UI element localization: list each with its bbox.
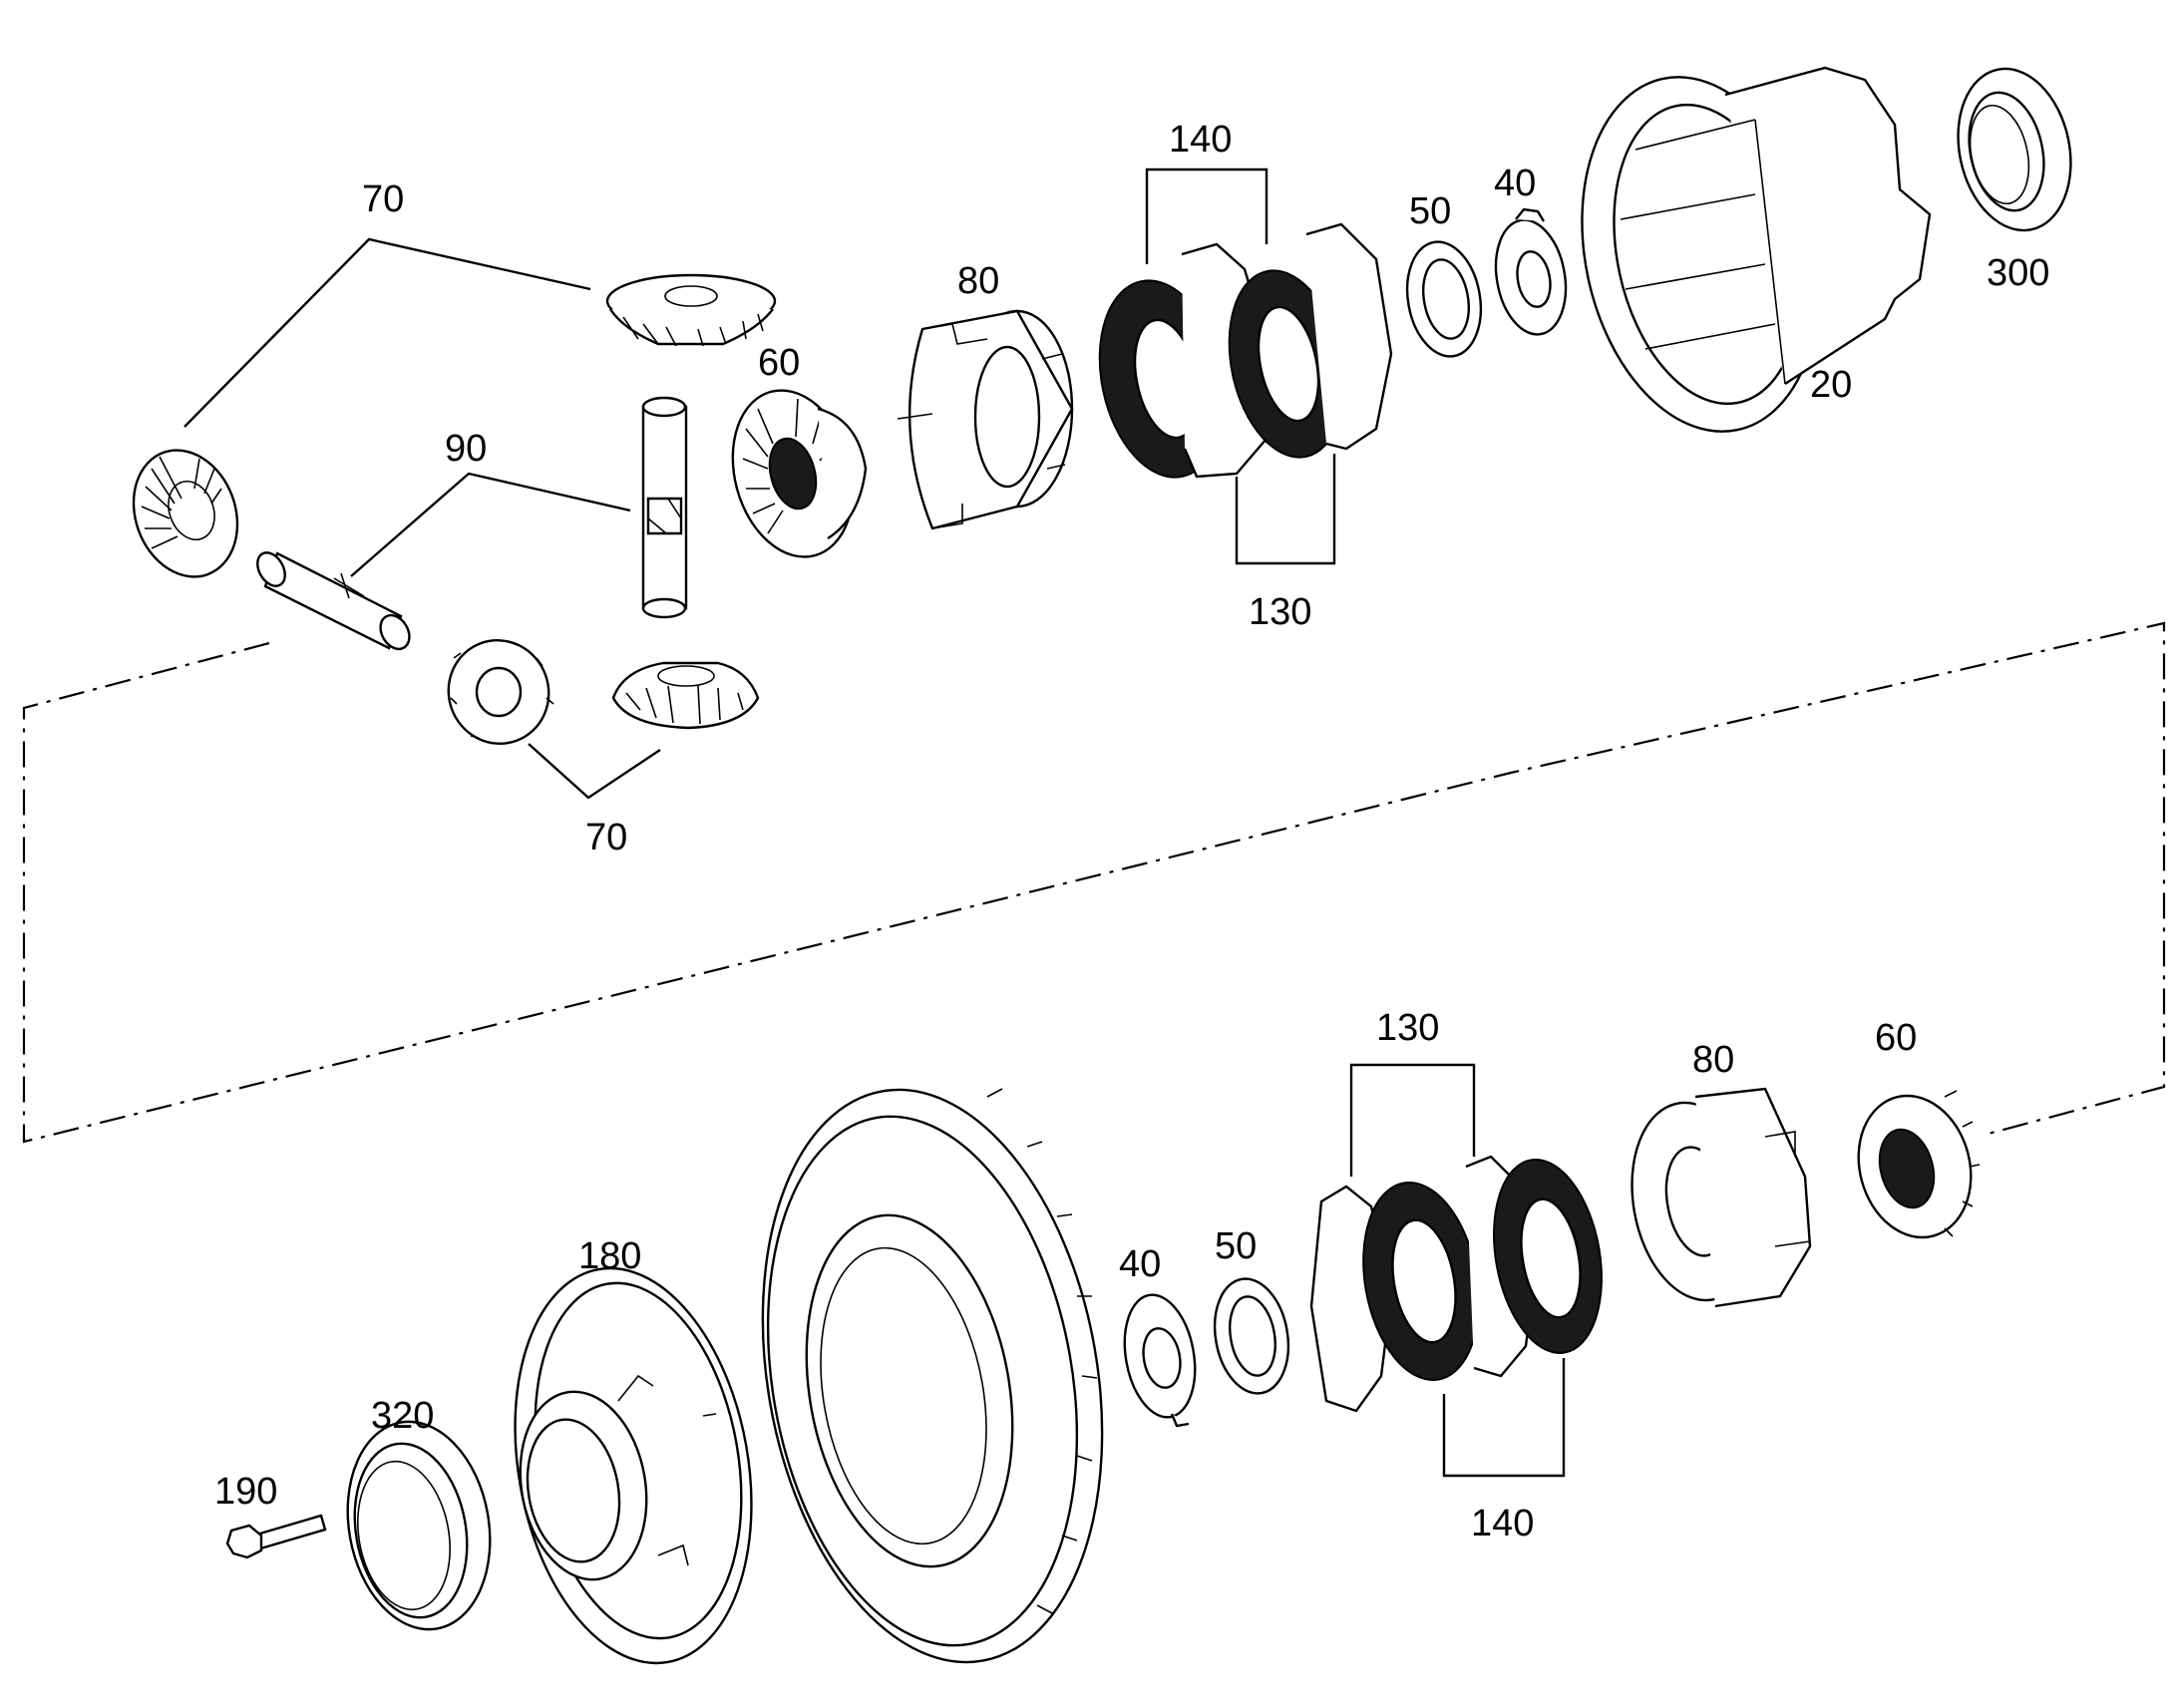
side-gear-60-lower: [1857, 1090, 1981, 1239]
clutch-ring-80-lower: [1631, 1087, 1812, 1308]
tab-washer-40-lower: [1123, 1293, 1197, 1428]
callout-130-bottom: 130: [1376, 1007, 1439, 1049]
cross-pin-short: [256, 551, 411, 651]
clutch-ring-80-upper: [897, 309, 1074, 530]
tab-washer-40-upper: [1494, 207, 1568, 336]
bolt-190: [225, 1514, 327, 1559]
spacer-ring-50-lower: [1213, 1277, 1290, 1395]
callout-90: 90: [445, 428, 487, 470]
callout-80-top: 80: [957, 260, 999, 302]
spacer-ring-50-upper: [1405, 240, 1483, 358]
side-gear-left: [132, 449, 239, 578]
callout-140-top: 140: [1169, 119, 1232, 161]
callout-60-bottom: 60: [1875, 1017, 1917, 1059]
callout-190: 190: [214, 1471, 277, 1513]
callout-80-bottom: 80: [1692, 1039, 1734, 1081]
bearing-320: [346, 1420, 492, 1631]
assembly-boundary: [22, 621, 2166, 1144]
callout-20: 20: [1810, 364, 1852, 406]
case-half-180: [514, 1266, 753, 1665]
callout-60-top: 60: [758, 342, 800, 384]
pinion-gear-lower: [611, 661, 760, 730]
callout-140-bottom: 140: [1471, 1503, 1534, 1544]
bearing-300: [1957, 67, 2072, 232]
callout-300: 300: [1987, 252, 2049, 294]
callout-40-top: 40: [1494, 163, 1536, 204]
callout-50-top: 50: [1409, 190, 1451, 232]
callout-180: 180: [578, 1235, 641, 1277]
callout-320: 320: [371, 1395, 434, 1437]
clutch-pack-upper: [1098, 222, 1393, 479]
pinion-gear-upper: [605, 273, 777, 347]
cross-pin-long: [641, 396, 688, 619]
differential-case: [1581, 66, 1932, 433]
callout-130-top: 130: [1249, 591, 1311, 633]
side-gear-60: [731, 389, 868, 558]
callout-50-bottom: 50: [1215, 1225, 1257, 1267]
callout-40-bottom: 40: [1119, 1243, 1161, 1285]
thrust-washer-pinion: [447, 639, 554, 745]
ring-gear: [761, 1088, 1104, 1664]
callout-labels: 70 90 70 60 80 140 130 50 40 20 300 130 …: [214, 119, 2049, 1544]
leader-lines: [183, 168, 1566, 1478]
clutch-pack-lower: [1309, 1155, 1603, 1413]
callout-70-bottom: 70: [585, 817, 627, 858]
callout-70-top: 70: [362, 178, 404, 220]
